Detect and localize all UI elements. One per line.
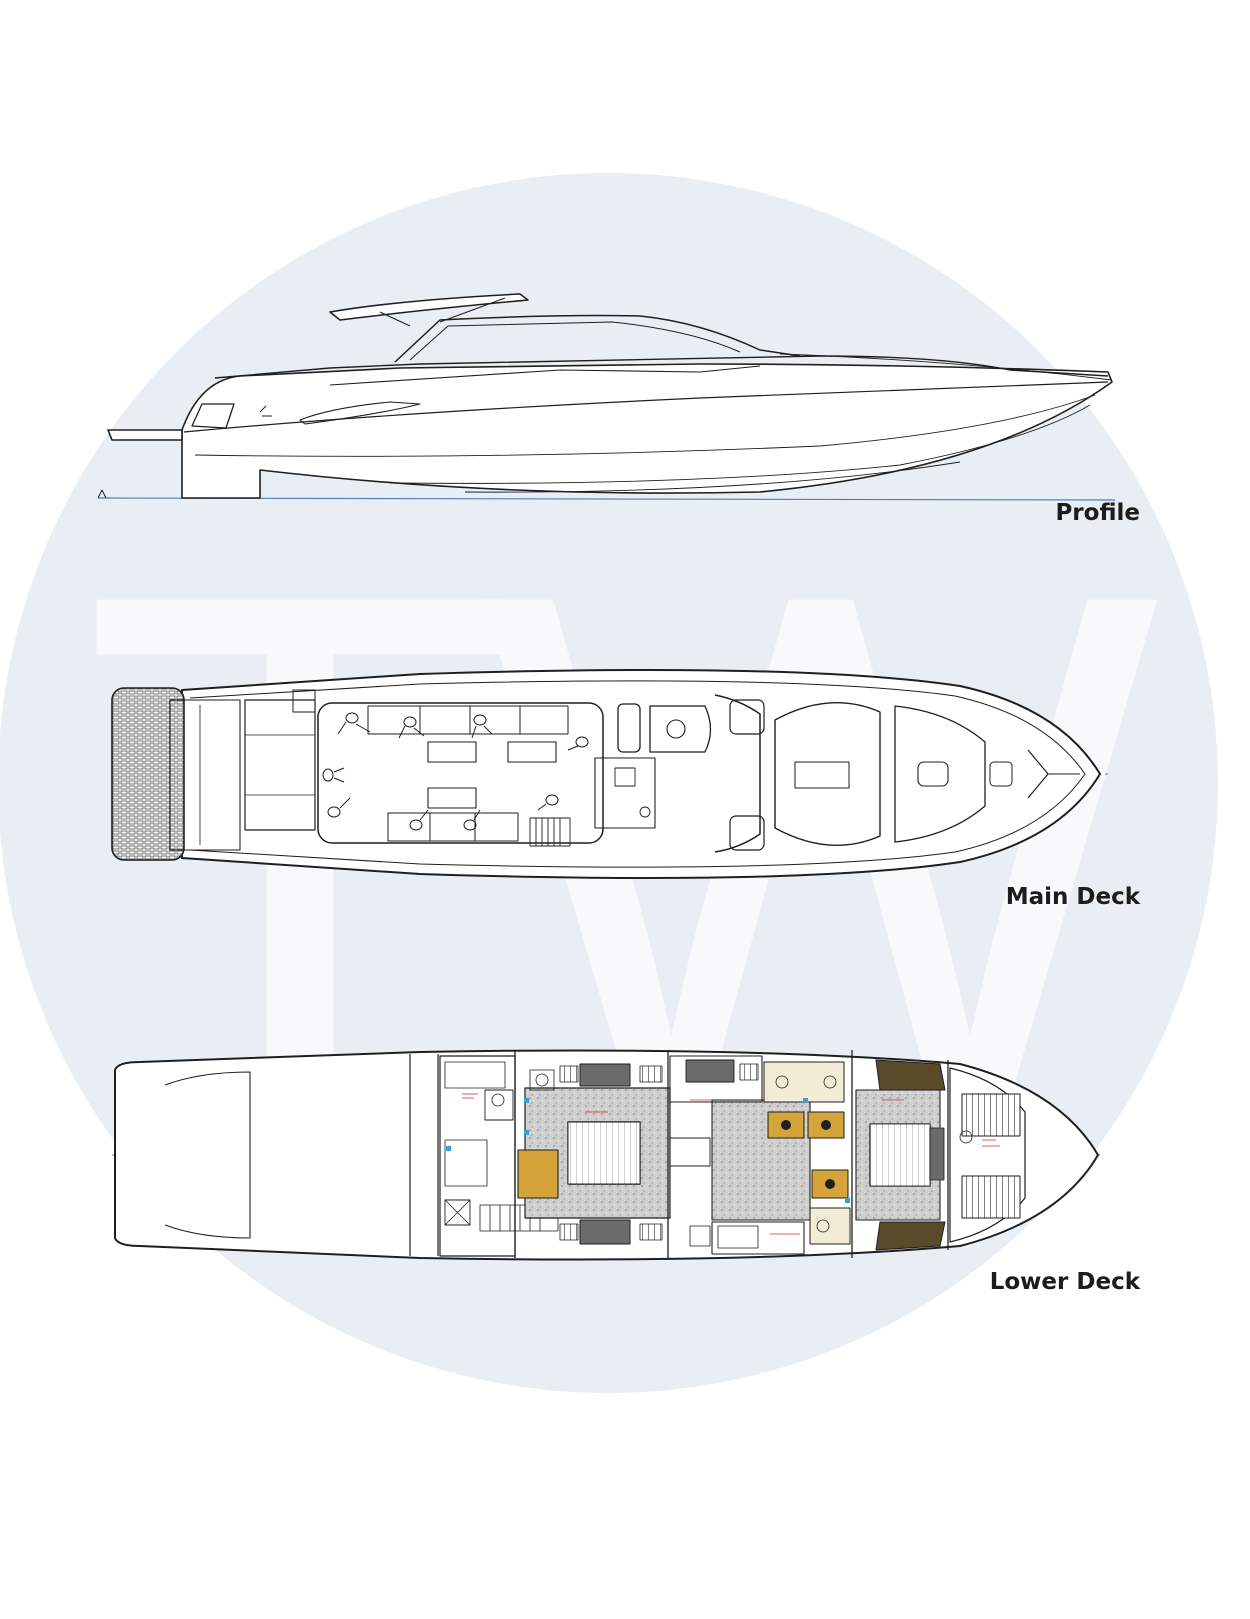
lower-deck-head-stbd [809,1207,851,1245]
lower-deck-vip-hull-lining-port [875,1059,946,1091]
profile-hull-sheer [183,381,1109,433]
main-deck-windscreen [714,694,761,853]
main-deck-dining-table-1 [427,741,477,763]
main-deck-helm-seat [617,703,641,753]
main-deck-steering-wheel [666,719,686,739]
main-deck-transom-step [169,699,241,851]
lower-deck-bow-berth-stbd [961,1175,1021,1219]
lower-deck-wc-crew [484,1089,514,1121]
profile-windscreen [394,314,801,363]
lower-deck-guest-cabin-stbd [711,1221,805,1255]
profile-hardtop [329,293,529,321]
profile-transom-logo [259,405,272,417]
lower-deck-shower-port-2 [807,1111,845,1139]
main-deck-figures [322,712,589,831]
profile-cabin-side [329,365,761,386]
main-deck-hull [181,669,1101,879]
profile-hull-strake-3 [464,461,961,493]
profile-waterline [97,497,1116,501]
lower-deck-vip-hull-lining-stbd [875,1221,946,1251]
main-deck-label: Main Deck [1006,884,1141,910]
lower-deck-head-port [763,1061,845,1103]
profile-hull-window [299,401,421,425]
lower-deck-bow-cabin [949,1067,1026,1243]
lower-deck-label: Lower Deck [990,1269,1141,1295]
profile-label: Profile [1055,500,1140,526]
main-deck-aft-cockpit [244,699,316,831]
main-deck-anchor-locker [989,761,1013,787]
main-deck-galley [594,757,656,829]
main-deck-locker [292,689,316,713]
main-deck-saloon-seating [367,705,569,842]
profile-view [97,293,1116,501]
main-deck-stairs [529,817,571,847]
main-deck-saloon [317,702,604,844]
profile-waterline-marker [97,489,107,499]
lower-deck-tender-garage [164,1071,251,1239]
lower-deck-central-passage [669,1137,711,1167]
profile-transom-door [191,403,235,429]
lower-deck-master-sofa-port [579,1063,631,1087]
main-deck-view [111,669,1112,879]
main-deck-swim-platform [111,687,185,861]
profile-hull-strake-1 [194,394,1096,457]
main-deck-dining-table-3 [427,787,477,809]
profile-hull-strake-2 [389,404,1091,484]
main-deck-sunpad-cushion [794,761,850,789]
profile-hull [181,363,1113,499]
profile-bow-rail [779,353,1113,381]
main-deck-forward-seating [894,705,986,843]
main-deck-bow-table [917,761,949,787]
main-deck-helm-console [649,705,712,753]
main-deck-sunpad [774,702,881,846]
main-deck-bow-hatch-2 [729,815,765,851]
profile-hardtop-strut-2 [439,297,506,323]
lower-deck-view [112,1049,1100,1261]
profile-hardtop-strut-1 [379,311,411,327]
lower-deck-red-annotations [462,1093,1000,1235]
main-deck-bow-hatch-1 [729,699,765,735]
profile-windscreen-inner [409,321,741,361]
lower-deck-bow-berth-port [961,1093,1021,1137]
lower-deck-guest-cabin-port [669,1055,763,1103]
main-deck-hull-inner [189,680,1086,868]
lower-deck-master-vanity [517,1149,559,1199]
profile-swim-platform [107,429,183,441]
main-deck-dining-table-2 [507,741,557,763]
lower-deck-master-sofa-stbd [579,1219,631,1245]
